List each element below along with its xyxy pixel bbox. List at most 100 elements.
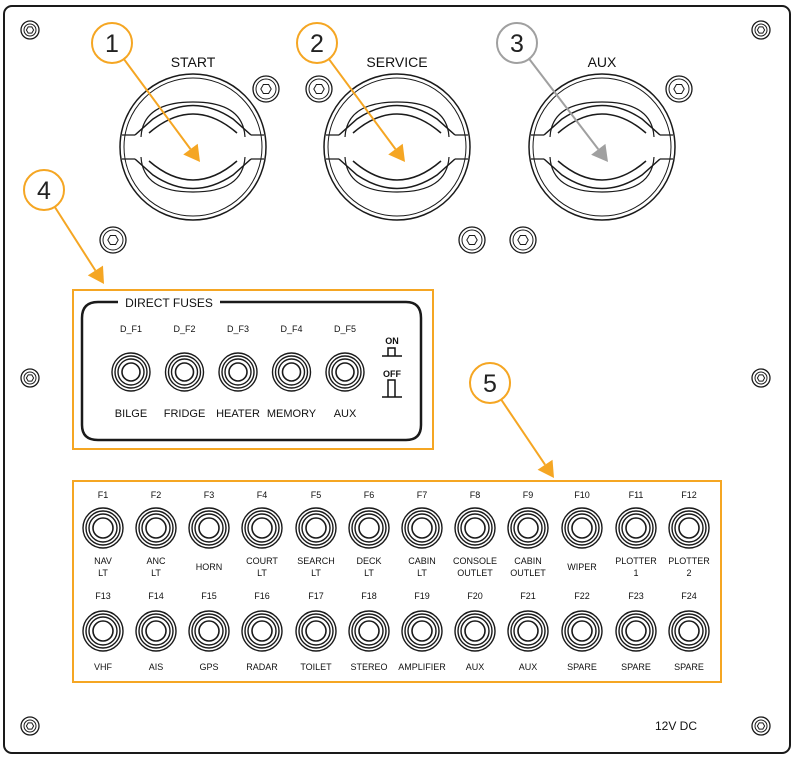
on-legend: ON OFF xyxy=(382,336,402,398)
fuse-label: FRIDGE xyxy=(164,408,206,420)
fuse-id: F23 xyxy=(628,591,644,601)
callout-leader-line xyxy=(500,399,546,466)
fuse-label-line2: LT xyxy=(151,568,161,578)
fuse-label: SPARE xyxy=(674,662,704,672)
fuse-id: F21 xyxy=(520,591,536,601)
corner-screw-icon xyxy=(20,368,40,388)
battery-switch-start[interactable]: START xyxy=(119,54,267,221)
fuse-label: SPARE xyxy=(567,662,597,672)
fuse-id: F22 xyxy=(574,591,590,601)
switch-handle-top xyxy=(543,104,661,136)
fuse-label-line1: COURT xyxy=(246,556,278,566)
fuse-id: F10 xyxy=(574,490,590,500)
callout-5: 5 xyxy=(469,362,554,478)
fuse-label: VHF xyxy=(94,662,113,672)
fuse-id: F15 xyxy=(201,591,217,601)
fuse-id: F13 xyxy=(95,591,111,601)
callout-leader-line xyxy=(328,58,397,150)
fuse-label: MEMORY xyxy=(267,408,317,420)
off-symbol-icon xyxy=(382,379,402,398)
switch-label: AUX xyxy=(588,54,617,70)
fuse-id: F8 xyxy=(470,490,481,500)
fuse-id: F3 xyxy=(204,490,215,500)
fuse-label-line1: WIPER xyxy=(567,562,597,572)
fuse-id: D_F4 xyxy=(280,324,302,334)
switch-label: START xyxy=(171,54,216,70)
mounting-screw-icon xyxy=(458,226,486,254)
callout-leader-line xyxy=(528,58,600,150)
mounting-screw-icon xyxy=(509,226,537,254)
direct-fuses-highlight-box xyxy=(72,289,434,450)
callout-4: 4 xyxy=(23,169,104,284)
arrowhead-icon xyxy=(537,459,554,478)
fuse-label-line1: PLOTTER xyxy=(668,556,710,566)
fuse-label-line2: LT xyxy=(257,568,267,578)
fuse-label-line1: CABIN xyxy=(514,556,542,566)
fuse-label-line2: LT xyxy=(311,568,321,578)
fuse-id: F18 xyxy=(361,591,377,601)
fuse-id: F14 xyxy=(148,591,164,601)
fuse-label: AMPLIFIER xyxy=(398,662,446,672)
switch-handle-top xyxy=(134,104,252,136)
callout-leader-line xyxy=(53,206,97,272)
arrowhead-icon xyxy=(183,143,200,162)
arrowhead-icon xyxy=(591,143,608,162)
corner-screw-icon xyxy=(751,368,771,388)
fuse-label-line1: CABIN xyxy=(408,556,436,566)
callout-number: 4 xyxy=(37,177,51,205)
corner-screw-icon xyxy=(751,716,771,736)
direct-fuses-title: DIRECT FUSES xyxy=(125,296,213,310)
fuse-id: F17 xyxy=(308,591,324,601)
fuse-id: F6 xyxy=(364,490,375,500)
voltage-label: 12V DC xyxy=(655,719,697,733)
fuse-label: AIS xyxy=(149,662,164,672)
arrowhead-icon xyxy=(388,143,405,162)
fuse-label-line2: LT xyxy=(417,568,427,578)
mounting-screw-icon xyxy=(665,75,693,103)
callout-number: 1 xyxy=(105,30,119,58)
fuse-label-line2: LT xyxy=(98,568,108,578)
fuse-id: F19 xyxy=(414,591,430,601)
battery-switch-service[interactable]: SERVICE xyxy=(323,54,471,221)
callout-2: 2 xyxy=(296,22,405,162)
fuse-label-line1: NAV xyxy=(94,556,112,566)
callout-1: 1 xyxy=(91,22,200,162)
switch-label: SERVICE xyxy=(366,54,427,70)
on-symbol-icon xyxy=(382,347,402,357)
fuse-id: F24 xyxy=(681,591,697,601)
fuse-id: F5 xyxy=(311,490,322,500)
corner-screw-icon xyxy=(751,20,771,40)
arrowhead-icon xyxy=(87,265,104,284)
fuse-id: F11 xyxy=(629,490,644,500)
